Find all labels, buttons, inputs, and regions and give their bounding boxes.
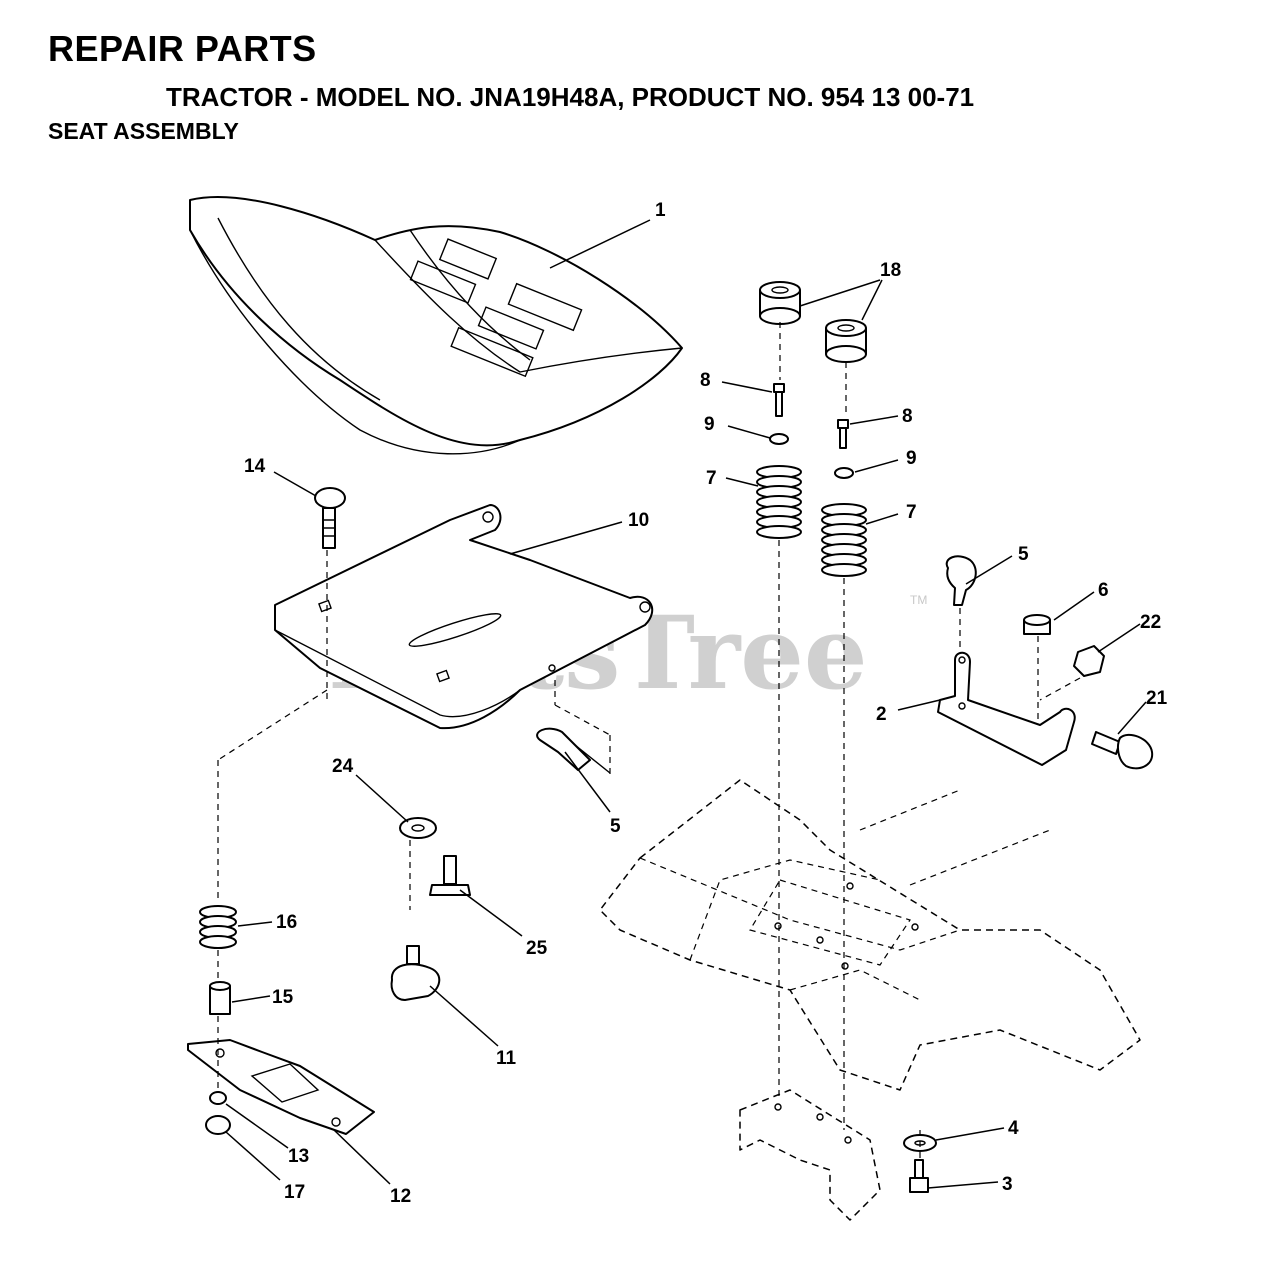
leader-lines (225, 219, 1147, 1189)
callout-13: 13 (288, 1146, 309, 1167)
washer-9-left-part[interactable] (769, 433, 789, 445)
nut-13-part[interactable] (209, 1091, 227, 1105)
bracket-part[interactable] (937, 651, 1076, 766)
spring-7-right-part[interactable] (821, 503, 867, 577)
knob-part[interactable] (390, 945, 441, 1001)
callout-25: 25 (526, 938, 548, 959)
spring-16-part[interactable] (199, 905, 237, 949)
watermark-trademark: TM (910, 593, 927, 607)
callout-5-left: 5 (610, 816, 621, 837)
page-title: REPAIR PARTS (48, 28, 317, 69)
callout-15: 15 (272, 987, 294, 1008)
callout-17: 17 (284, 1182, 305, 1203)
callout-24: 24 (332, 756, 354, 777)
callout-8-right: 8 (902, 406, 913, 427)
nut-6-part[interactable] (1023, 614, 1051, 635)
seat-part[interactable] (189, 196, 683, 455)
washer-9-right-part[interactable] (834, 467, 854, 479)
shoulder-bolt-part[interactable] (429, 855, 471, 896)
clip-left-part[interactable] (536, 727, 611, 774)
washer-24-part[interactable] (399, 817, 437, 839)
callout-7-left: 7 (706, 468, 717, 489)
callout-6: 6 (1098, 580, 1109, 601)
callout-16: 16 (276, 912, 297, 933)
callout-1: 1 (655, 200, 666, 221)
section-title: SEAT ASSEMBLY (48, 118, 239, 144)
callout-8-left: 8 (700, 370, 711, 391)
callout-9-right: 9 (906, 448, 917, 469)
bolt-21-part[interactable] (1091, 731, 1154, 770)
callout-5-right: 5 (1018, 544, 1029, 565)
callout-7-right: 7 (906, 502, 917, 523)
callout-12: 12 (390, 1186, 411, 1207)
clip-right-part[interactable] (945, 555, 977, 606)
alignment-lines (217, 322, 1081, 1160)
callout-3: 3 (1002, 1174, 1013, 1195)
adjust-plate-part[interactable] (187, 1039, 375, 1135)
callout-4: 4 (1008, 1118, 1019, 1139)
carriage-bolt-part[interactable] (314, 487, 346, 549)
spring-7-left-part[interactable] (756, 465, 802, 539)
spacer-15-part[interactable] (209, 981, 231, 1015)
model-subtitle: TRACTOR - MODEL NO. JNA19H48A, PRODUCT N… (166, 82, 975, 112)
callout-10: 10 (628, 510, 649, 531)
tractor-frame-reference (599, 779, 1141, 1221)
callout-21: 21 (1146, 688, 1168, 709)
bolt-8-right-part[interactable] (837, 419, 849, 449)
spacer-18-right-part[interactable] (825, 319, 867, 363)
callout-22: 22 (1140, 612, 1161, 633)
callout-11: 11 (496, 1048, 517, 1069)
callout-9-left: 9 (704, 414, 715, 435)
callout-2: 2 (876, 704, 887, 725)
nut-22-part[interactable] (1073, 645, 1105, 677)
nut-17-part[interactable] (205, 1115, 231, 1135)
callout-18: 18 (880, 260, 901, 281)
callout-14: 14 (244, 456, 266, 477)
bolt-3-part[interactable] (909, 1159, 929, 1193)
callout-labels: 1 18 8 8 9 9 7 7 14 10 5 5 6 22 2 21 24 … (244, 200, 1168, 1207)
seat-pan-part[interactable] (274, 504, 654, 730)
spacer-18-left-part[interactable] (759, 281, 801, 325)
bolt-8-left-part[interactable] (773, 383, 785, 417)
